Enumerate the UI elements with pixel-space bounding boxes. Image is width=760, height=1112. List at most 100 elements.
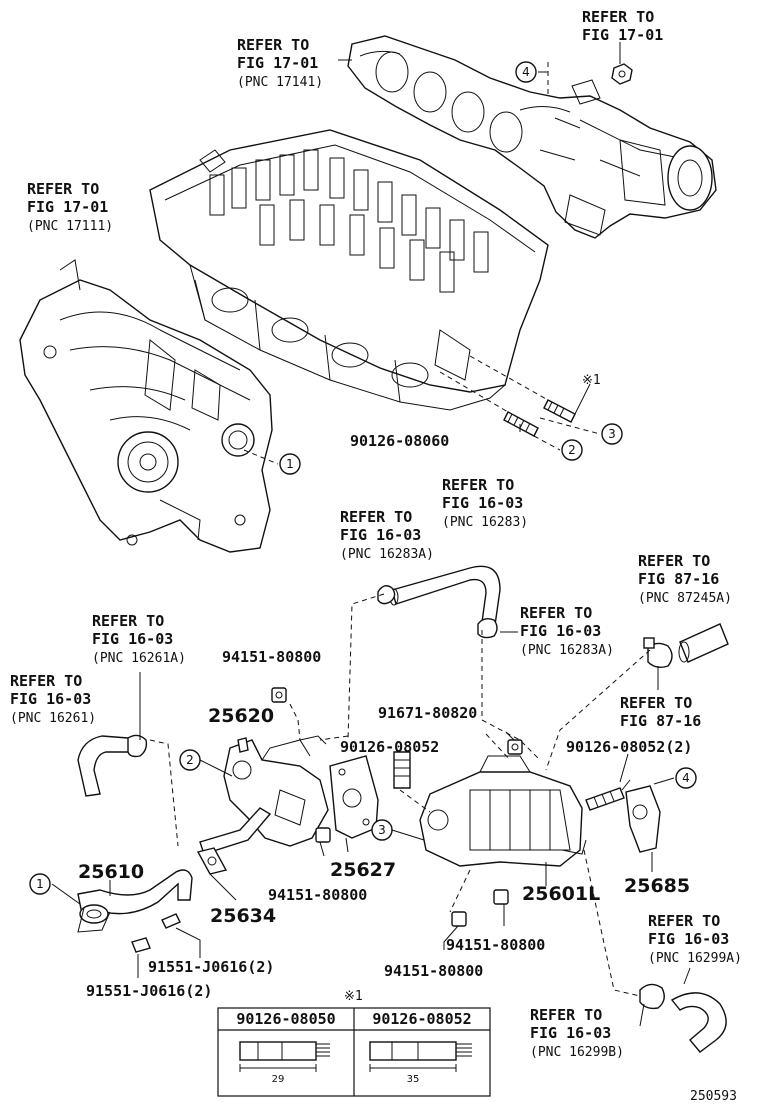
svg-text:REFER TO: REFER TO — [237, 36, 309, 54]
svg-text:REFER TO: REFER TO — [648, 912, 720, 930]
table-header-2: 90126-08052 — [372, 1010, 471, 1028]
svg-text:FIG 16-03: FIG 16-03 — [648, 930, 729, 948]
stud-table: 90126-08050 90126-08052 29 35 — [217, 1007, 491, 1097]
svg-text:3: 3 — [378, 823, 386, 837]
stud-drawing-2 — [369, 1041, 472, 1072]
label-94151-80800-r1: 94151-80800 — [446, 936, 545, 954]
svg-text:(PNC 16283): (PNC 16283) — [442, 515, 528, 530]
svg-text:(PNC 16261A): (PNC 16261A) — [92, 651, 186, 666]
svg-text:(PNC 16299A): (PNC 16299A) — [648, 951, 742, 966]
label-25627: 25627 — [330, 859, 396, 881]
callout-1-top: 1 — [279, 453, 301, 475]
callout-2-mid: 2 — [179, 749, 201, 771]
ref-16261a: REFER TO FIG 16-03 (PNC 16261A) — [92, 612, 186, 666]
svg-text:3: 3 — [608, 427, 616, 441]
svg-text:(PNC 16283A): (PNC 16283A) — [340, 547, 434, 562]
callout-4-mid: 4 — [675, 767, 697, 789]
svg-text:REFER TO: REFER TO — [92, 612, 164, 630]
ref-top-left: REFER TO FIG 17-01 (PNC 17111) — [27, 180, 113, 234]
ref-16261: REFER TO FIG 16-03 (PNC 16261) — [10, 672, 96, 726]
ref-top-center: REFER TO FIG 17-01 (PNC 17141) — [237, 36, 323, 90]
hose-16299a — [670, 992, 727, 1053]
label-91551-j0616-a: 91551-J0616(2) — [148, 958, 274, 976]
svg-text:FIG 87-16: FIG 87-16 — [620, 712, 701, 730]
svg-text:REFER TO: REFER TO — [582, 8, 654, 26]
label-25601l: 25601L — [522, 883, 600, 905]
ref-16283: REFER TO FIG 16-03 (PNC 16283) — [442, 476, 528, 530]
label-91551-j0616-b: 91551-J0616(2) — [86, 982, 212, 1000]
ref-87245a: REFER TO FIG 87-16 (PNC 87245A) — [638, 552, 732, 606]
note-mark-1: ※1 — [582, 373, 601, 388]
intake-manifold — [19, 259, 273, 553]
label-94151-80800-mid: 94151-80800 — [268, 886, 367, 904]
clamp-87-16 — [643, 637, 673, 669]
svg-text:2: 2 — [568, 443, 576, 457]
callout-2-top: 2 — [561, 439, 583, 461]
svg-text:REFER TO: REFER TO — [442, 476, 514, 494]
svg-text:FIG 87-16: FIG 87-16 — [638, 570, 719, 588]
bolt-91671-80820 — [507, 739, 523, 755]
table-dim-1: 29 — [272, 1074, 285, 1085]
stud-drawing-1 — [239, 1041, 330, 1072]
callout-4-top: 4 — [515, 61, 537, 83]
label-90126-08052-2: 90126-08052(2) — [566, 738, 692, 756]
svg-text:1: 1 — [36, 877, 44, 891]
table-dim-2: 35 — [407, 1074, 420, 1085]
svg-text:(PNC 16283A): (PNC 16283A) — [520, 643, 614, 658]
svg-text:FIG 16-03: FIG 16-03 — [530, 1024, 611, 1042]
svg-text:REFER TO: REFER TO — [620, 694, 692, 712]
label-91671-80820: 91671-80820 — [378, 704, 477, 722]
manifold-nut — [611, 63, 633, 85]
stud-90126-08060 — [503, 411, 539, 437]
exhaust-manifold — [347, 35, 717, 239]
svg-text:4: 4 — [522, 65, 530, 79]
ref-87-16: REFER TO FIG 87-16 — [620, 694, 701, 730]
label-94151-80800-top: 94151-80800 — [222, 648, 321, 666]
svg-text:FIG 16-03: FIG 16-03 — [442, 494, 523, 512]
svg-text:REFER TO: REFER TO — [340, 508, 412, 526]
svg-text:FIG 17-01: FIG 17-01 — [237, 54, 318, 72]
svg-text:(PNC 17141): (PNC 17141) — [237, 75, 323, 90]
svg-text:(PNC 16261): (PNC 16261) — [10, 711, 96, 726]
callout-3-mid: 3 — [371, 819, 393, 841]
svg-text:FIG 17-01: FIG 17-01 — [27, 198, 108, 216]
label-90126-08060: 90126-08060 — [350, 432, 449, 450]
svg-text:REFER TO: REFER TO — [10, 672, 82, 690]
svg-text:REFER TO: REFER TO — [530, 1006, 602, 1024]
bolt-91551-j0616-a — [161, 913, 181, 929]
svg-text:FIG 17-01: FIG 17-01 — [582, 26, 663, 44]
stud-90126-08052-2 — [585, 787, 625, 811]
ref-16283a-right: REFER TO FIG 16-03 (PNC 16283A) — [520, 604, 614, 658]
ref-16283a-left: REFER TO FIG 16-03 (PNC 16283A) — [340, 508, 434, 562]
gasket-25627 — [329, 755, 379, 839]
svg-text:(PNC 87245A): (PNC 87245A) — [638, 591, 732, 606]
hose-16261 — [77, 735, 131, 797]
label-25685: 25685 — [624, 875, 690, 897]
bolt-94151-80800-r2 — [451, 911, 467, 927]
bolt-94151-80800-mid — [315, 827, 331, 843]
svg-text:FIG 16-03: FIG 16-03 — [340, 526, 421, 544]
label-25620: 25620 — [208, 705, 274, 727]
table-mark: ※1 — [344, 989, 363, 1004]
label-94151-80800-r2: 94151-80800 — [384, 962, 483, 980]
hose-87245a — [678, 623, 729, 663]
ref-16299a: REFER TO FIG 16-03 (PNC 16299A) — [648, 912, 742, 966]
gasket-25634 — [196, 847, 228, 875]
svg-text:2: 2 — [186, 753, 194, 767]
figure-id: 250593 — [690, 1089, 737, 1104]
gasket-25685 — [625, 785, 661, 853]
bolt-94151-80800-r1 — [493, 889, 509, 905]
ref-16299b: REFER TO FIG 16-03 (PNC 16299B) — [530, 1006, 624, 1060]
svg-text:REFER TO: REFER TO — [520, 604, 592, 622]
cylinder-head — [149, 129, 549, 411]
label-25610: 25610 — [78, 861, 144, 883]
ref-top-right: REFER TO FIG 17-01 — [582, 8, 663, 44]
svg-text:REFER TO: REFER TO — [638, 552, 710, 570]
svg-text:1: 1 — [286, 457, 294, 471]
egr-cooler-25601l — [419, 755, 587, 867]
svg-text:(PNC 17111): (PNC 17111) — [27, 219, 113, 234]
clamp-16283a-right — [477, 617, 498, 639]
clamp-16261a — [127, 734, 148, 758]
